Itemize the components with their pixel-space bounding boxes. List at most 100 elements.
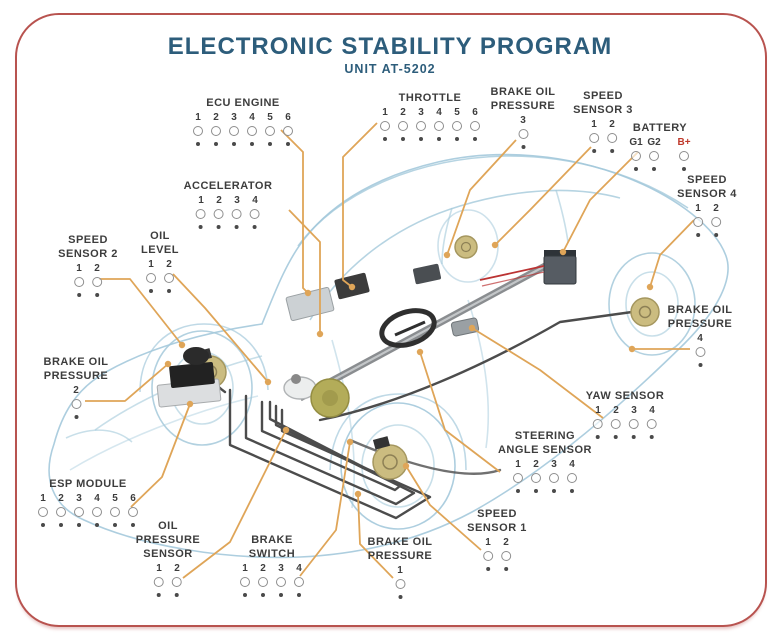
pin-2: 2 xyxy=(160,259,178,293)
pin-number: 2 xyxy=(609,119,615,130)
pin-row: 4 xyxy=(668,333,733,367)
leader-yaw-sensor xyxy=(471,327,604,419)
leader-endpoint-dot xyxy=(443,251,451,259)
pin-dot xyxy=(634,167,638,171)
pin-dot xyxy=(698,363,702,367)
leader-endpoint-dot xyxy=(316,330,324,338)
test-point-circle xyxy=(283,126,293,136)
pin-number: 2 xyxy=(400,107,406,118)
pin-number: B+ xyxy=(677,137,691,148)
connector-title: BRAKE OIL xyxy=(43,356,109,368)
pin-3: 3 xyxy=(228,195,246,229)
test-point-circle xyxy=(240,577,250,587)
unit-subtitle: UNIT AT-5202 xyxy=(344,62,436,76)
leader-speed-sensor-3 xyxy=(494,146,592,246)
leader-speed-sensor-2 xyxy=(99,278,183,346)
pin-dot xyxy=(166,289,171,293)
pin-bplus: B+ xyxy=(675,137,693,171)
test-point-circle xyxy=(195,209,206,219)
pin-number: 4 xyxy=(569,459,575,470)
pin-number: 1 xyxy=(591,119,597,130)
connector-title: SENSOR 4 xyxy=(677,188,737,200)
pin-number: 4 xyxy=(436,107,442,118)
master-cylinder xyxy=(283,374,350,418)
leader-battery xyxy=(562,151,639,253)
test-point-circle xyxy=(548,473,559,483)
pin-number: 1 xyxy=(397,565,403,576)
leader-endpoint-dot xyxy=(402,462,410,470)
connector-title: SENSOR xyxy=(143,548,193,560)
test-point-circle xyxy=(593,419,603,429)
pin-dot xyxy=(74,415,78,419)
pin-3: 3 xyxy=(412,107,430,141)
pin-dot xyxy=(216,225,221,229)
pin-number: G1 xyxy=(629,137,643,148)
pin-1: 1 xyxy=(34,493,52,527)
pin-dot xyxy=(234,225,239,229)
pin-dot xyxy=(286,142,290,146)
pin-4: 4 xyxy=(246,195,264,229)
pin-2: 2 xyxy=(394,107,412,141)
pin-row: 1 xyxy=(368,565,433,599)
connector-title: SPEED xyxy=(687,174,727,186)
pin-5: 5 xyxy=(106,493,124,527)
connector-title: BRAKE OIL xyxy=(667,304,733,316)
pin-dot xyxy=(94,293,99,297)
pin-number: 4 xyxy=(94,493,100,504)
pin-number: 6 xyxy=(130,493,136,504)
pin-6: 6 xyxy=(279,112,297,146)
leader-ecu-engine xyxy=(280,129,309,294)
throttle-body-unit xyxy=(412,263,442,285)
connector-title: ACCELERATOR xyxy=(183,180,273,192)
pin-2: 2 xyxy=(168,563,186,597)
pin-1: 1 xyxy=(479,537,497,571)
connector-title: SENSOR 3 xyxy=(573,104,633,116)
pin-dot xyxy=(521,145,525,149)
pin-1: 1 xyxy=(589,405,607,439)
pin-number: 3 xyxy=(631,405,637,416)
pin-number: 3 xyxy=(234,195,240,206)
pin-number: 1 xyxy=(156,563,162,574)
leader-endpoint-dot xyxy=(178,341,186,349)
pin-4: 4 xyxy=(563,459,581,493)
connector-title: SENSOR 2 xyxy=(58,248,118,260)
pin-number: 1 xyxy=(195,112,201,123)
pin-3: 3 xyxy=(625,405,643,439)
pin-dot xyxy=(383,137,387,141)
test-point-circle xyxy=(163,273,174,283)
test-point-circle xyxy=(92,507,102,517)
pin-number: 4 xyxy=(296,563,302,574)
test-point-circle xyxy=(91,277,102,287)
leader-endpoint-dot xyxy=(264,378,272,386)
brake-disc-rear-right xyxy=(630,297,660,327)
pin-2: 2 xyxy=(254,563,272,597)
pin-1: 1 xyxy=(236,563,254,597)
pin-dot xyxy=(596,435,600,439)
leader-lines xyxy=(85,122,695,579)
test-point-circle xyxy=(416,121,426,131)
pin-dot xyxy=(113,523,117,527)
pin-dot xyxy=(157,593,161,597)
test-point-circle xyxy=(128,507,138,517)
test-point-circle xyxy=(74,507,84,517)
pin-dot xyxy=(131,523,135,527)
connector-title: PRESSURE xyxy=(43,370,109,382)
test-point-circle xyxy=(512,473,523,483)
pin-dot xyxy=(59,523,63,527)
pin-dot xyxy=(175,593,179,597)
pin-number: 1 xyxy=(515,459,521,470)
test-point-circle xyxy=(247,126,257,136)
pin-1: 1 xyxy=(376,107,394,141)
